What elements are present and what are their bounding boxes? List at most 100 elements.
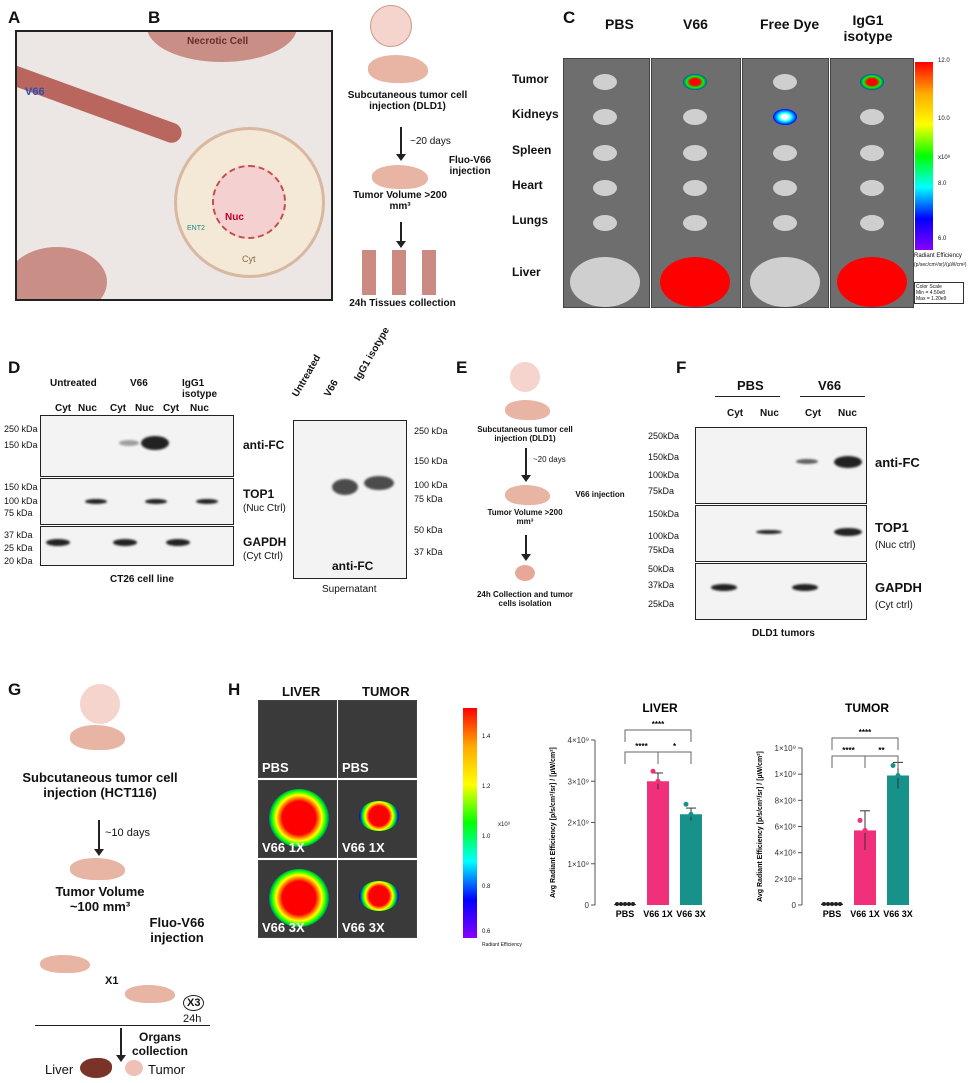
kda-label: 37 kDa (4, 530, 33, 540)
arrow-icon (396, 222, 406, 248)
significance-label: * (673, 742, 677, 751)
x-tick-label: V66 3X (676, 909, 706, 919)
chart-title: LIVER (642, 701, 678, 715)
lane-label: Cyt (805, 408, 822, 419)
mouse-icon (70, 858, 125, 880)
organ-image (570, 257, 640, 307)
blot-band (834, 528, 862, 536)
e-injection: V66 injection (575, 490, 625, 499)
mouse-icon (368, 55, 428, 83)
kda-label: 250 kDa (4, 424, 38, 434)
lane-label: Nuc (135, 403, 154, 414)
h-row-label: V66 1X (342, 840, 385, 855)
sup-lane-label: IgG1 isotype (352, 325, 393, 383)
data-point (857, 817, 863, 823)
timeline-bracket (35, 1025, 210, 1026)
y-tick-label: 1×10⁹ (775, 770, 796, 779)
fluorescence-signal (269, 789, 329, 847)
tumor-cell-icon (510, 362, 540, 392)
h-row-label: V66 1X (262, 840, 305, 855)
c-col-header: IgG1 isotype (843, 12, 893, 44)
h-row-label: PBS (342, 760, 369, 775)
organ-image (773, 109, 797, 125)
kda-label: 150 kDa (414, 456, 448, 466)
y-tick-label: 6×10⁸ (775, 823, 796, 832)
significance-bracket (864, 755, 899, 768)
c-row-label: Tumor (512, 72, 549, 86)
ent2-label: ENT2 (187, 225, 205, 232)
blood-vessel (17, 58, 185, 146)
data-point (822, 902, 826, 906)
kda-label: 25kDa (648, 599, 675, 609)
blot-band (756, 530, 782, 534)
organ-image (683, 109, 707, 125)
tumor-icon (515, 565, 535, 581)
data-point (867, 837, 873, 843)
kda-label: 25 kDa (4, 543, 33, 553)
y-tick-label: 2×10⁸ (775, 875, 796, 884)
blot-band (796, 459, 818, 464)
c-row-label: Liver (512, 265, 541, 279)
y-tick-label: 2×10⁹ (568, 819, 589, 828)
significance-bracket (831, 755, 866, 768)
organ-image (837, 257, 907, 307)
mouse-icon (40, 955, 90, 973)
data-point (862, 827, 868, 833)
blot-label: (Nuc ctrl) (875, 540, 916, 551)
blot-label: (Nuc Ctrl) (243, 503, 286, 514)
tumor-cell-icon (370, 5, 412, 47)
v66-label: V66 (25, 86, 45, 98)
scale-exp: x10⁸ (938, 155, 951, 161)
organ-image (683, 74, 707, 90)
organ-image (860, 180, 884, 196)
g-days: ~10 days (105, 827, 150, 839)
lane-label: Nuc (838, 408, 857, 419)
color-scale-box: Color Scale Min = 4.50e8 Max = 1.20e9 (914, 282, 964, 304)
g-x1: X1 (105, 975, 119, 987)
y-axis-label: Avg Radiant Efficiency [p/s/cm²/sr] / [µ… (757, 751, 764, 902)
y-tick-label: 0 (585, 901, 590, 910)
mouse-icon (505, 485, 550, 505)
b-injection: Fluo-V66 injection (448, 155, 492, 177)
panel-label-e: E (456, 358, 468, 377)
data-point (650, 768, 656, 774)
kda-label: 50kDa (648, 564, 675, 574)
lane-label: Nuc (190, 403, 209, 414)
e-volume: Tumor Volume >200 mm³ (487, 508, 563, 526)
organ-image (773, 180, 797, 196)
panel-label-a: A (8, 8, 21, 27)
organ-image (593, 180, 617, 196)
mouse-icon (70, 725, 125, 750)
mouse-icon (372, 165, 428, 189)
data-point (838, 902, 842, 906)
organ-image (683, 145, 707, 161)
kda-label: 75kDa (648, 486, 675, 496)
blot-band (196, 499, 218, 504)
kda-label: 250 kDa (414, 426, 448, 436)
blot-top1 (695, 505, 867, 562)
kda-label: 100 kDa (4, 496, 38, 506)
kda-label: 100 kDa (414, 480, 448, 490)
significance-bracket (831, 737, 899, 750)
arrow-icon (94, 820, 104, 856)
x-tick-label: V66 1X (643, 909, 673, 919)
h-row-label: V66 3X (342, 920, 385, 935)
significance-label: **** (652, 720, 665, 729)
lane-label: Cyt (727, 408, 744, 419)
data-point (688, 811, 694, 817)
blot-label: anti-FC (875, 455, 920, 470)
blot-label: (Cyt Ctrl) (243, 551, 283, 562)
kda-label: 75 kDa (4, 508, 33, 518)
organ-image (773, 74, 797, 90)
data-point (619, 902, 623, 906)
kda-label: 150 kDa (4, 482, 38, 492)
h-scale-tick: 1.0 (482, 834, 491, 840)
c-row-label: Spleen (512, 143, 552, 157)
scale-unit: Radiant Efficiency (914, 253, 962, 259)
lane-label: Cyt (55, 403, 72, 414)
kda-label: 20 kDa (4, 556, 33, 566)
g-step1: Subcutaneous tumor cell injection (HCT11… (22, 770, 178, 800)
blot-gapdh (40, 526, 234, 566)
c-col-header: Free Dye (760, 16, 820, 32)
